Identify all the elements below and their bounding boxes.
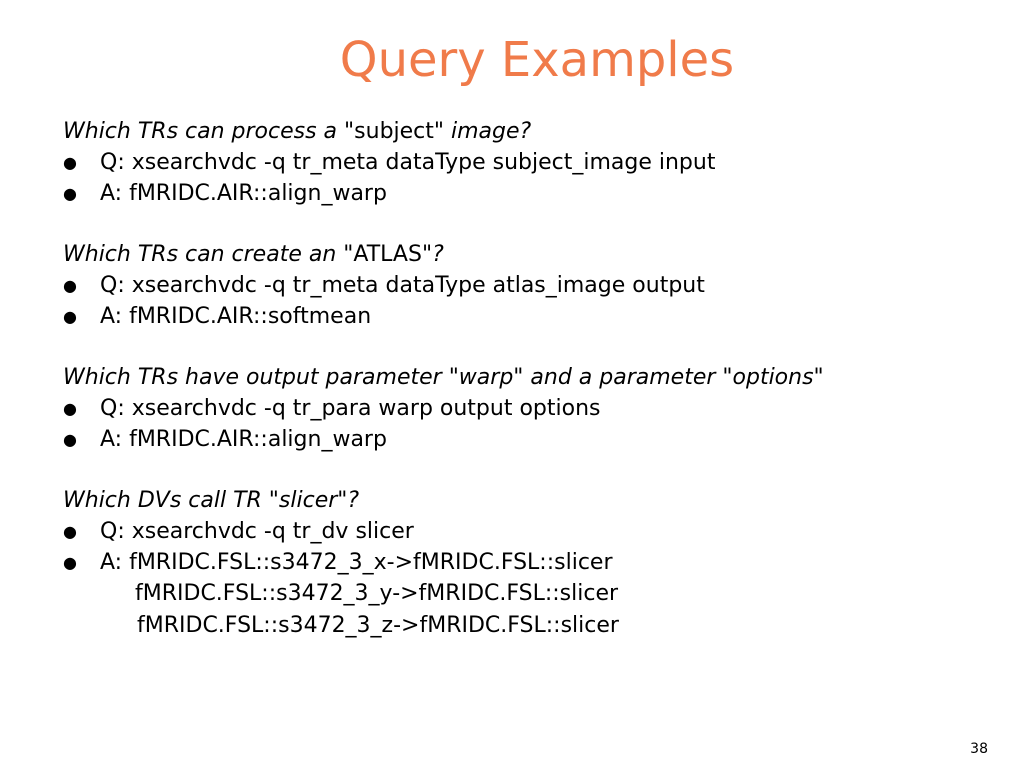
answer-continuation: fMRIDC.FSL::s3472_3_z->fMRIDC.FSL::slice… (137, 613, 619, 638)
query-line-2: ● Q: xsearchvdc -q tr_meta dataType atla… (63, 270, 1013, 301)
question-heading-4: Which DVs call TR "slicer"? (63, 488, 360, 513)
query-line-3: ● Q: xsearchvdc -q tr_para warp output o… (63, 393, 1013, 424)
bullet-icon: ● (63, 153, 77, 172)
bullet-icon: ● (63, 307, 77, 326)
bullet-icon: ● (63, 399, 77, 418)
query-line-1: ● Q: xsearchvdc -q tr_meta dataType subj… (63, 147, 1013, 178)
query-line-4: ● Q: xsearchvdc -q tr_dv slicer (63, 516, 1013, 547)
bullet-icon: ● (63, 276, 77, 295)
slide-body: Which TRs can process a "subject" image?… (63, 116, 1013, 643)
question-heading-2: Which TRs can create an "ATLAS"? (63, 242, 444, 267)
spacer (63, 209, 1013, 239)
page-number: 38 (970, 741, 988, 757)
bullet-icon: ● (63, 522, 77, 541)
bullet-icon: ● (63, 553, 77, 572)
answer-line-2: ● A: fMRIDC.AIR::softmean (63, 301, 1013, 332)
spacer (63, 332, 1013, 362)
answer-line-1: ● A: fMRIDC.AIR::align_warp (63, 178, 1013, 209)
bullet-icon: ● (63, 184, 77, 203)
question-heading-1: Which TRs can process a "subject" image? (63, 119, 532, 144)
question-heading-3: Which TRs have output parameter "warp" a… (63, 365, 824, 390)
slide-title: Query Examples (339, 32, 735, 88)
answer-line-4: ● A: fMRIDC.FSL::s3472_3_x->fMRIDC.FSL::… (63, 547, 1013, 578)
answer-line-3: ● A: fMRIDC.AIR::align_warp (63, 424, 1013, 455)
answer-continuation: fMRIDC.FSL::s3472_3_y->fMRIDC.FSL::slice… (135, 581, 619, 606)
bullet-icon: ● (63, 430, 77, 449)
spacer (63, 455, 1013, 485)
